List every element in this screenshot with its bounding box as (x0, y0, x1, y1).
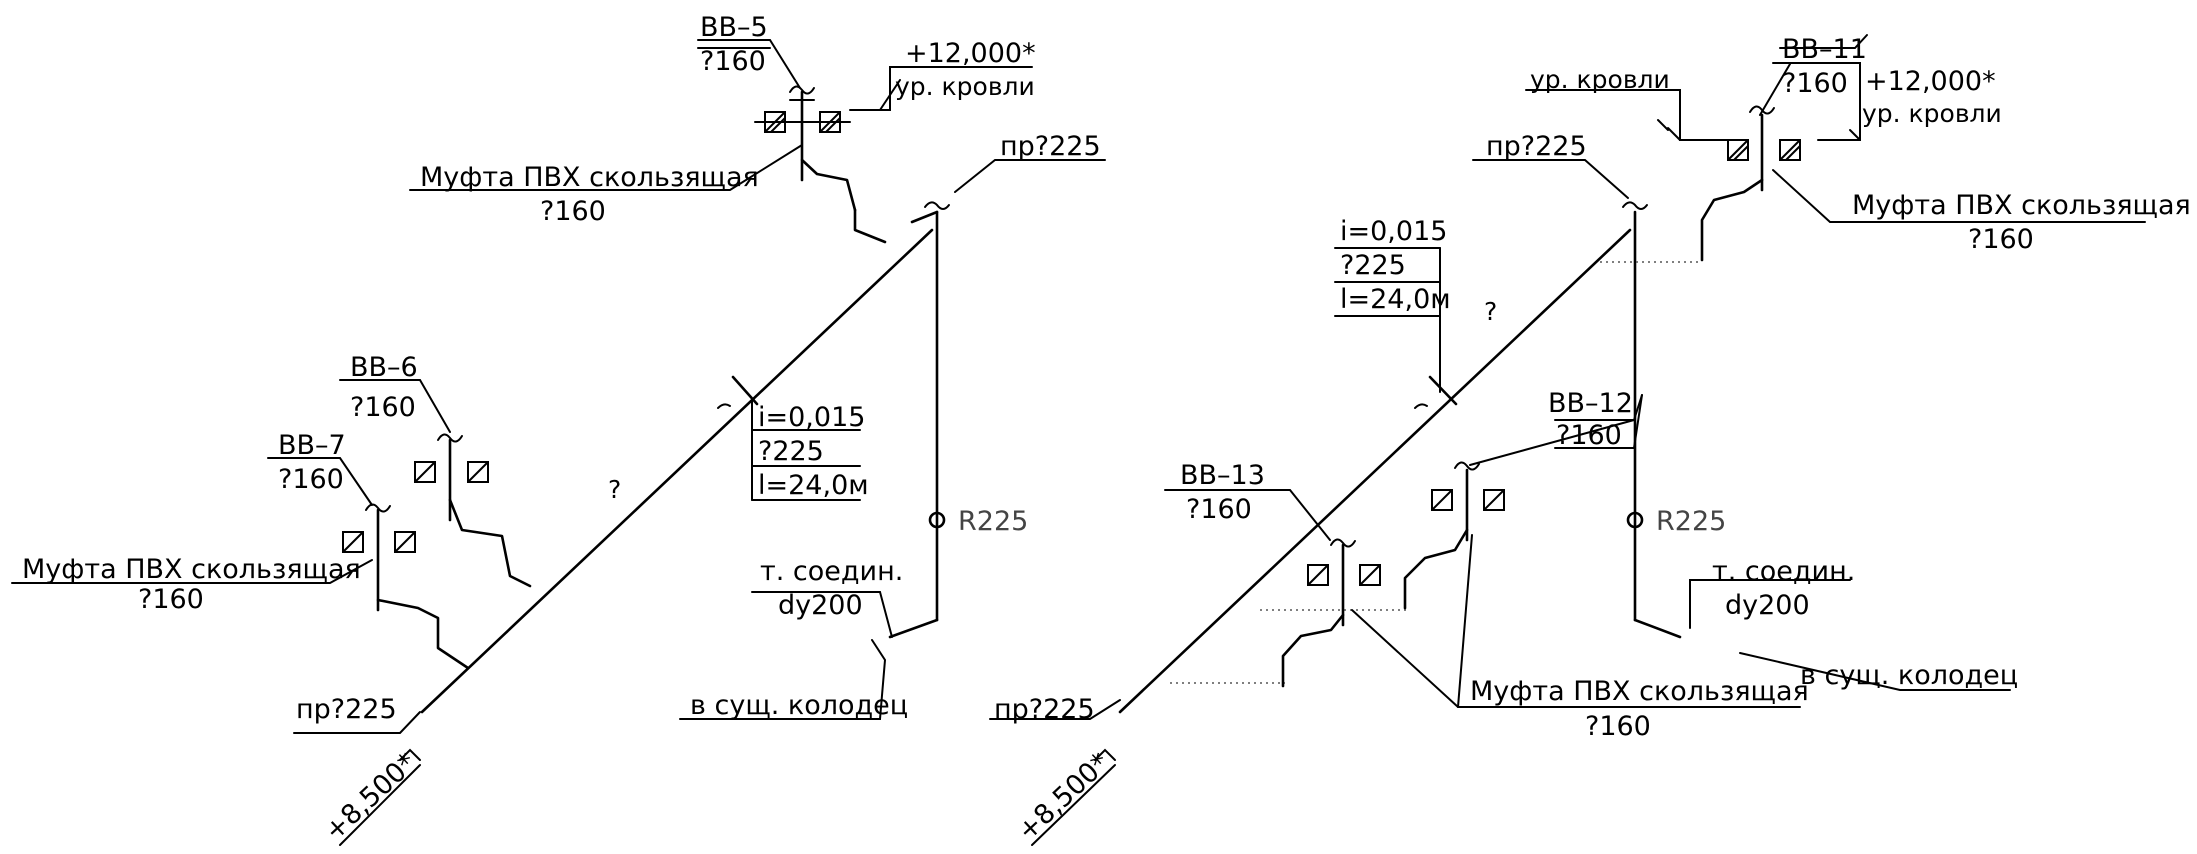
muft-top-label: Муфта ПВХ скользящая (420, 162, 759, 193)
slope-length: l=24,0м (1340, 284, 1451, 315)
roof-mark: +12,000* (905, 38, 1036, 69)
muft-bottom-label: Муфта ПВХ скользящая (1470, 676, 1809, 707)
bb6-branch-pipe (448, 498, 532, 588)
conn-dy: dy200 (778, 590, 863, 621)
roof-mark: +12,000* (1865, 66, 1996, 97)
bb11-roof-inlet (1700, 105, 1801, 262)
revision-label: R225 (1656, 506, 1726, 537)
bb11-dia: ?160 (1782, 68, 1848, 99)
slope-dia: ?225 (758, 436, 824, 467)
bb11-branch-pipe (1700, 178, 1764, 262)
bb13-dia: ?160 (1186, 494, 1252, 525)
slope-i: i=0,015 (1340, 216, 1447, 247)
left-scheme: R225 (11, 12, 1106, 847)
bb7-cap-icon (365, 503, 391, 513)
outlet-label: в сущ. колодец (1800, 660, 2018, 691)
bb6-hatch-left-icon (414, 461, 436, 483)
bb7-branch-pipe (376, 598, 470, 670)
slope-dia: ?225 (1340, 250, 1406, 281)
muft-bottom-dia: ?160 (1585, 711, 1651, 742)
revision-label: R225 (958, 506, 1028, 537)
bb13-hatch-left-icon (1307, 564, 1329, 586)
muft-top-dia: ?160 (1968, 224, 2034, 255)
question-mark: ? (1484, 297, 1497, 326)
bb7-hatch-left-icon (342, 531, 364, 553)
bb6-dia: ?160 (350, 392, 416, 423)
riser-cap-icon (924, 201, 950, 210)
riser-bend (1633, 618, 1682, 639)
bb12-hatch-left-icon (1431, 489, 1453, 511)
riser-bend (888, 618, 939, 639)
bb11-label: ВВ–11 (1782, 34, 1867, 65)
base-mark-leader (339, 764, 421, 846)
bb6-hatch-right-icon (467, 461, 489, 483)
conn-dy: dy200 (1725, 590, 1810, 621)
bb5-branch-pipe (800, 158, 857, 212)
bb5-roof-inlet (754, 85, 887, 244)
bb6-label: ВВ–6 (350, 352, 418, 383)
main-diagonal-pipe (420, 228, 934, 714)
revision-fitting-icon (1626, 511, 1644, 529)
break-mark (1414, 403, 1428, 409)
left-leaders (11, 39, 1106, 846)
bb6-roof-inlet (414, 433, 532, 588)
bb13-label: ВВ–13 (1180, 460, 1265, 491)
bb13-cap-icon (1330, 538, 1356, 548)
bb12-dia: ?160 (1556, 420, 1622, 451)
bb11-hatch-left-icon (1727, 139, 1749, 161)
pr-top-label: пр?225 (1486, 131, 1587, 162)
muft-left-label: Муфта ПВХ скользящая (22, 554, 361, 585)
riser-cap-icon (1622, 201, 1648, 210)
bb5-cap-icon (789, 85, 815, 95)
main-diagonal-pipe (1118, 228, 1632, 714)
muft-top-dia: ?160 (540, 196, 606, 227)
muft-left-dia: ?160 (138, 584, 204, 615)
pr-bottom-label: пр?225 (994, 694, 1095, 725)
bb13-branch-pipe (1281, 613, 1345, 688)
bb12-roof-inlet (1403, 461, 1505, 610)
roof-label: ур. кровли (895, 72, 1035, 101)
pr-top-label: пр?225 (1000, 131, 1101, 162)
bb7-hatch-right-icon (394, 531, 416, 553)
roof-label-left: ур. кровли (1530, 65, 1670, 94)
bb11-hatch-right-icon (1779, 139, 1801, 161)
right-leaders (989, 34, 2146, 846)
bb12-hatch-right-icon (1483, 489, 1505, 511)
bb13-hatch-right-icon (1359, 564, 1381, 586)
base-mark-leader (1031, 764, 1116, 846)
bb7-dia: ?160 (278, 464, 344, 495)
right-scheme: R225 (989, 34, 2191, 847)
bb12-label: ВВ–12 (1548, 388, 1633, 419)
muft-top-label: Муфта ПВХ скользящая (1852, 190, 2191, 221)
bb13-roof-inlet (1281, 538, 1381, 688)
bb5-label: ВВ–5 (700, 12, 768, 43)
bb6-cap-icon (437, 433, 463, 443)
roof-label: ур. кровли (1862, 99, 2002, 128)
pr-bottom-label: пр?225 (296, 694, 397, 725)
base-mark: +8,500* (1012, 747, 1116, 847)
cross-marker (1428, 375, 1458, 406)
bb7-roof-inlet (342, 503, 470, 670)
bb7-label: ВВ–7 (278, 430, 346, 461)
bb5-dia: ?160 (700, 46, 766, 77)
slope-length: l=24,0м (758, 470, 869, 501)
cross-marker (731, 375, 759, 406)
outlet-label: в сущ. колодец (690, 690, 908, 721)
bb12-cap-icon (1454, 461, 1480, 471)
revision-fitting-icon (928, 511, 946, 529)
slope-i: i=0,015 (758, 402, 865, 433)
break-mark (717, 403, 731, 409)
conn-label: т. соедин. (760, 556, 903, 587)
bb12-branch-pipe (1403, 528, 1469, 610)
conn-label: т. соедин. (1712, 556, 1855, 587)
base-mark: +8,500* (319, 747, 423, 847)
top-connector (910, 210, 939, 224)
question-mark: ? (608, 475, 621, 504)
